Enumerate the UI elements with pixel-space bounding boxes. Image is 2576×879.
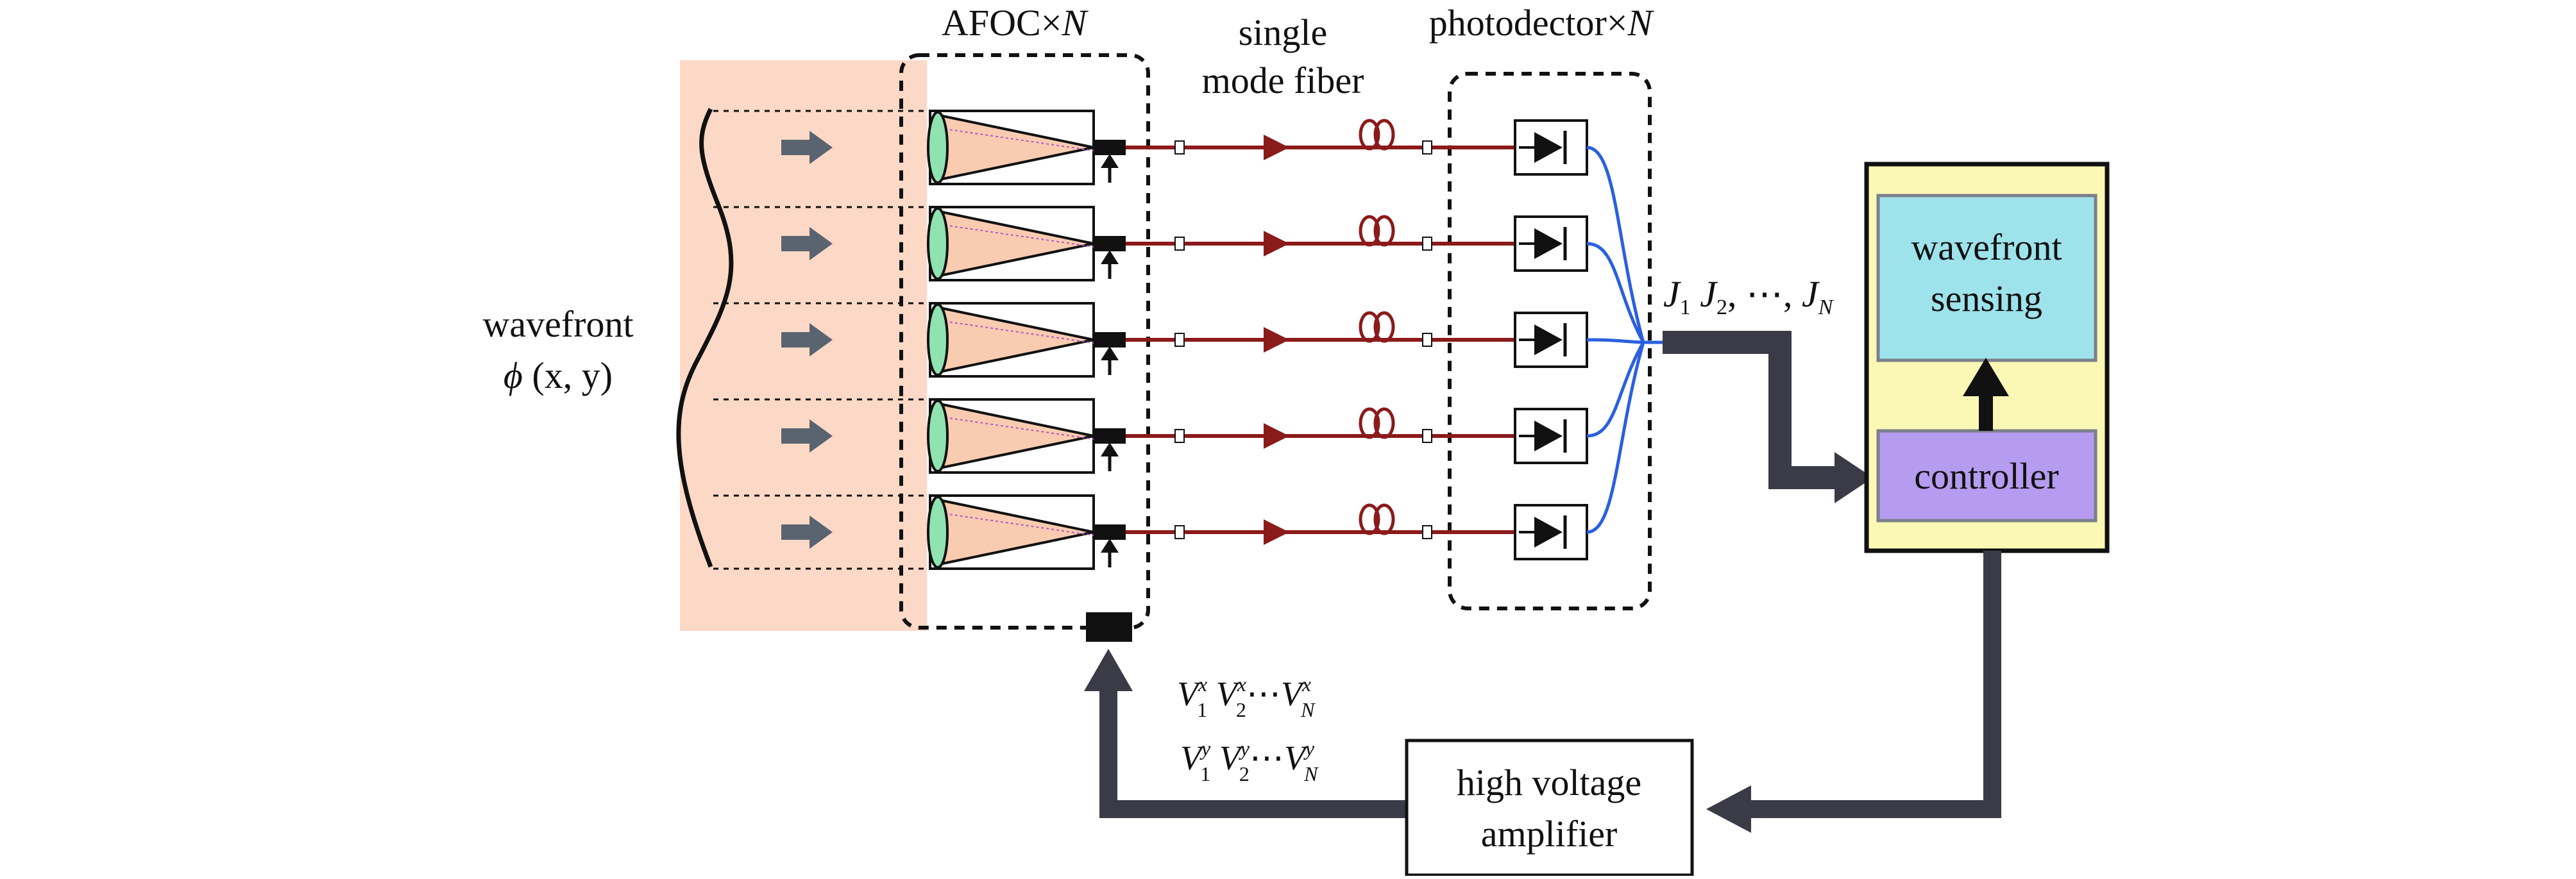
fiber-splice bbox=[1422, 140, 1432, 155]
voltage-input-connector bbox=[1086, 612, 1132, 642]
j-signals-label: J1 J2, ⋯, JN bbox=[1663, 273, 1835, 319]
fiber-direction-arrow-icon bbox=[1264, 135, 1289, 160]
actuator-arrow-head bbox=[1101, 250, 1119, 264]
wavefront-sensing-label-line1: wavefront bbox=[1911, 226, 2062, 268]
wavefront-sensing-label-line2: sensing bbox=[1931, 278, 2042, 319]
fiber-direction-arrow-icon bbox=[1264, 519, 1289, 545]
fiber-direction-arrow-icon bbox=[1264, 423, 1289, 449]
fiber-splice bbox=[1174, 140, 1185, 155]
detector-signal-line bbox=[1586, 242, 1663, 344]
fiber-coil-icon bbox=[1373, 215, 1395, 247]
lens-icon bbox=[927, 207, 949, 280]
fiber-direction-arrow-icon bbox=[1264, 231, 1289, 256]
detector-signal-line bbox=[1586, 146, 1663, 344]
feedback-bus-arrowhead-to-hva bbox=[1706, 785, 1751, 833]
fiber-direction-arrow-icon bbox=[1264, 327, 1289, 353]
controller-label: controller bbox=[1914, 455, 2058, 497]
controller-to-sensing-shaft bbox=[1979, 391, 1993, 431]
actuator-arrow-head bbox=[1101, 154, 1119, 168]
fiber-coil-icon bbox=[1359, 407, 1380, 439]
diode-symbol-icon bbox=[1534, 421, 1563, 451]
actuator-arrow-head bbox=[1101, 346, 1119, 360]
beam-trace-line bbox=[939, 320, 1094, 344]
incident-light-arrow-icon bbox=[781, 515, 833, 549]
diode-symbol-icon bbox=[1534, 132, 1563, 163]
fiber-coil-icon bbox=[1359, 311, 1380, 343]
hva-to-afoc-bus bbox=[1099, 689, 1407, 818]
fiber-splice bbox=[1174, 525, 1185, 539]
fiber-coil-icon bbox=[1373, 407, 1395, 439]
fiber-splice bbox=[1174, 333, 1185, 347]
signal-bus-arrowhead bbox=[1835, 452, 1873, 503]
feedback-bus bbox=[1745, 551, 2001, 818]
fiber-coil-icon bbox=[1373, 503, 1395, 535]
fiber-splice bbox=[1174, 429, 1185, 443]
fiber-coil-icon bbox=[1359, 215, 1380, 247]
diode-symbol-icon bbox=[1534, 228, 1563, 259]
fiber-splice bbox=[1422, 525, 1432, 539]
channels bbox=[713, 110, 1588, 570]
beam-trace-line bbox=[939, 512, 1094, 536]
fiber-connector bbox=[1094, 524, 1126, 540]
fiber-splice bbox=[1174, 237, 1185, 251]
photodetector-label: photodector×N bbox=[1429, 2, 1655, 44]
fiber-label-line1: single bbox=[1239, 12, 1328, 53]
wavefront-curve bbox=[676, 108, 734, 568]
beam-trace-line bbox=[939, 224, 1094, 247]
fiber-splice bbox=[1422, 333, 1432, 347]
diode-symbol-icon bbox=[1534, 517, 1563, 548]
high-voltage-amplifier-box bbox=[1405, 739, 1694, 877]
lens-icon bbox=[927, 399, 949, 473]
actuator-arrow-head bbox=[1101, 539, 1119, 553]
controller-to-sensing-arrowhead bbox=[1963, 358, 2009, 396]
diode-symbol-icon bbox=[1534, 324, 1563, 355]
hva-label-line1: high voltage bbox=[1457, 762, 1641, 803]
incident-light-arrow-icon bbox=[781, 227, 833, 260]
detector-signal-line bbox=[1586, 340, 1663, 438]
fiber-coil-icon bbox=[1359, 119, 1380, 151]
photodetector-array-box bbox=[1448, 72, 1652, 610]
fiber-connector bbox=[1094, 236, 1126, 251]
lens-icon bbox=[927, 303, 949, 376]
fiber-coil-icon bbox=[1359, 503, 1380, 535]
wavefront-label-line1: wavefront bbox=[482, 303, 633, 345]
lens-icon bbox=[927, 111, 949, 184]
incident-light-arrow-icon bbox=[781, 323, 833, 356]
detector-signal-lines bbox=[1586, 146, 1663, 534]
hva-to-afoc-arrowhead bbox=[1084, 649, 1133, 691]
fiber-coil-icon bbox=[1373, 119, 1395, 151]
fiber-coil-icon bbox=[1373, 311, 1395, 343]
fiber-splice bbox=[1422, 237, 1432, 251]
wavefront-label-line2: ϕ (x, y) bbox=[504, 355, 613, 396]
wavefront-sensing-box bbox=[1876, 194, 2097, 362]
afoc-label: AFOC×N bbox=[942, 2, 1089, 44]
fiber-label-line2: mode fiber bbox=[1202, 60, 1364, 101]
hva-label-line2: amplifier bbox=[1481, 813, 1618, 855]
actuator-arrow-head bbox=[1101, 442, 1119, 456]
incident-light-arrow-icon bbox=[781, 419, 833, 453]
fiber-connector bbox=[1094, 428, 1126, 444]
beam-trace-line bbox=[939, 128, 1094, 151]
beam-trace-line bbox=[939, 416, 1094, 440]
incident-light-arrow-icon bbox=[781, 131, 833, 164]
signal-bus-to-controller bbox=[1663, 331, 1841, 489]
fiber-connector bbox=[1094, 332, 1126, 347]
fiber-splice bbox=[1422, 429, 1432, 443]
lens-icon bbox=[927, 496, 949, 569]
detector-signal-line bbox=[1586, 340, 1663, 534]
fiber-connector bbox=[1094, 140, 1126, 155]
